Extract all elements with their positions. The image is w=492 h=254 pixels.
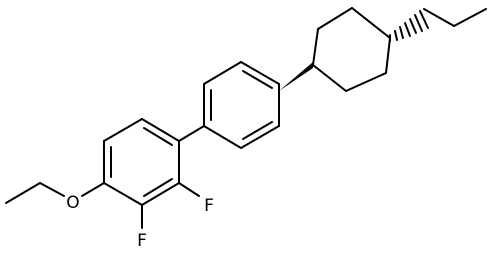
hashed-wedge-bond <box>389 10 429 42</box>
lower-benzene-ring <box>103 118 180 206</box>
solid-wedge-bond <box>279 62 313 91</box>
biaryl-bond <box>178 125 205 142</box>
atom-fluorine-lower-label: F <box>137 231 147 251</box>
bond-propyl-1 <box>423 8 455 27</box>
bond-to-fluorine-upper <box>178 182 200 197</box>
bond-propyl-2 <box>453 8 487 27</box>
upper-benzene-ring <box>203 61 280 149</box>
atom-oxygen-label: O <box>66 193 79 213</box>
propyl-chain <box>389 8 487 42</box>
ethoxy-group <box>5 182 105 204</box>
atom-fluorine-upper-label: F <box>204 196 214 216</box>
cyclohexane-ring <box>312 7 391 92</box>
